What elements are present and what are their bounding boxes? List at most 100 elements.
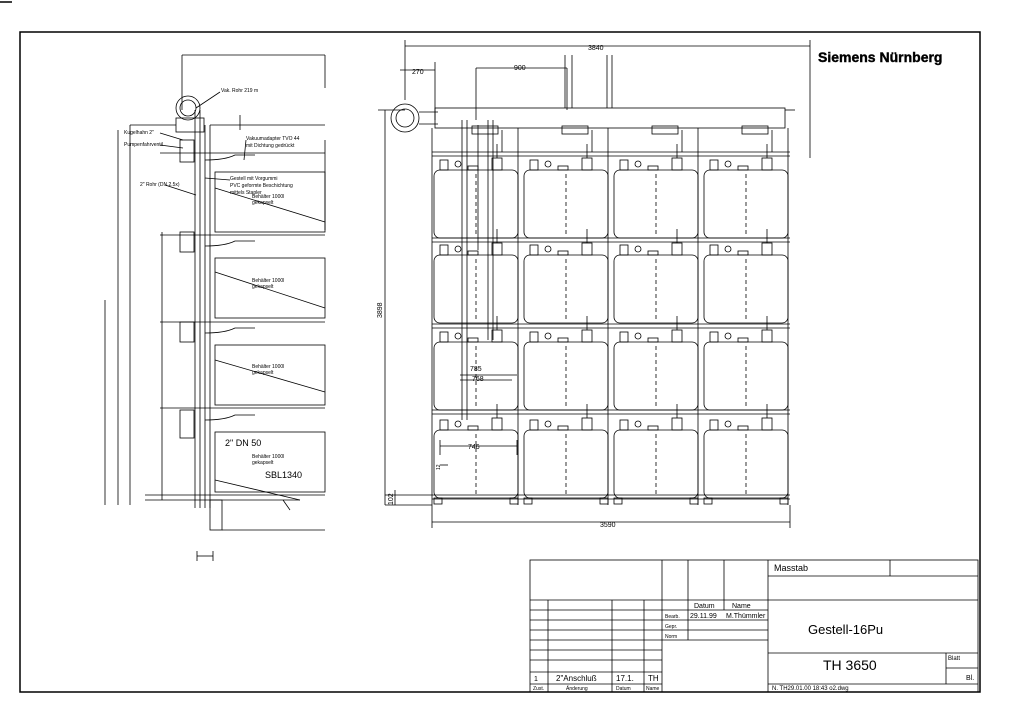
sheet-value: Bl. <box>966 675 974 682</box>
dim-total-top: 3840 <box>588 45 604 52</box>
tank-cap-2 <box>544 160 552 168</box>
tank-lid-3 <box>647 165 659 171</box>
drawing-name: Gestell-16Pu <box>808 622 883 637</box>
side-header-pipe <box>175 95 201 121</box>
drawn-date: 29.11.99 <box>690 613 717 620</box>
tank-fitting-left-2 <box>529 159 539 171</box>
label-dn50: 2" DN 50 <box>225 438 261 448</box>
dim-bottom-width: 3590 <box>600 522 616 529</box>
dim-height: 3898 <box>377 302 384 318</box>
header-fitting-1 <box>561 125 589 135</box>
foot-right-2 <box>689 497 699 505</box>
tank-valve-9 <box>491 329 503 343</box>
label-rack-3: mittels Stapler <box>230 190 262 196</box>
label-tank-note-4a: Behälter 1000l <box>252 454 284 460</box>
label-tank-note-2a: Behälter 1000l <box>252 278 284 284</box>
label-adapter-2: mit Dichtung gedrückt <box>246 143 295 149</box>
tank-valve-3 <box>671 157 683 171</box>
tank-lid-10 <box>557 337 569 343</box>
foot-right-0 <box>509 497 519 505</box>
tank-lid-4 <box>737 165 749 171</box>
company-name: Siemens Nürnberg <box>818 49 942 65</box>
tank-lid-7 <box>647 250 659 256</box>
tank-fitting-left-4 <box>709 159 719 171</box>
drawn-name: M.Thümmler <box>726 613 766 620</box>
tank-fitting-left-8 <box>709 244 719 256</box>
side-view-labels: Vak. Rohr 219 m Kugelhahn 2" Pumpenfahrv… <box>124 88 300 466</box>
side-tank-4 <box>214 431 326 493</box>
side-tank-3 <box>214 344 326 406</box>
front-dimension-labels: 3840 270 900 3590 785 768 746 <box>412 45 616 529</box>
foot-right-1 <box>599 497 609 505</box>
tank-lid-1 <box>467 165 479 171</box>
tank-valve-11 <box>671 329 683 343</box>
scale-label: Masstab <box>774 563 808 573</box>
tank-cap-13 <box>454 420 462 428</box>
foot-left-2 <box>613 497 623 505</box>
foot-left-0 <box>433 497 443 505</box>
title-block-text: Masstab Gestell-16Pu TH 3650 Blatt Bl. D… <box>533 563 974 692</box>
sheet-label: Blatt <box>948 656 960 662</box>
front-header-pipe <box>390 103 420 133</box>
tank-fitting-left-7 <box>619 244 629 256</box>
tank-cap-4 <box>724 160 732 168</box>
rev-col-aend: Änderung <box>566 685 588 692</box>
foot-left-1 <box>523 497 533 505</box>
tank-lid-13 <box>467 425 479 431</box>
tank-valve-7 <box>671 242 683 256</box>
drawing-number: TH 3650 <box>823 657 877 673</box>
dim-785: 785 <box>470 366 482 373</box>
tank-lid-5 <box>467 250 479 256</box>
tank-lid-15 <box>647 425 659 431</box>
tank-lid-6 <box>557 250 569 256</box>
tank-fitting-left-13 <box>439 419 449 431</box>
title-block <box>529 559 979 693</box>
rev-description: 2"Anschluß <box>556 674 597 683</box>
tank-valve-8 <box>761 242 773 256</box>
tank-cap-12 <box>724 332 732 340</box>
tank-cap-6 <box>544 245 552 253</box>
tank-cap-14 <box>544 420 552 428</box>
tank-cap-3 <box>634 160 642 168</box>
tank-valve-13 <box>491 417 503 431</box>
tank-fitting-left-1 <box>439 159 449 171</box>
tank-lid-16 <box>737 425 749 431</box>
file-info: N. TH29.01.00 18:43 o2.dwg <box>772 686 849 692</box>
header-fitting-3 <box>741 125 769 135</box>
tank-valve-10 <box>581 329 593 343</box>
front-view-rack <box>431 125 790 505</box>
label-rack-1: Gestell mit Vorgummi <box>230 176 278 182</box>
foot-left-3 <box>703 497 713 505</box>
tank-fitting-left-16 <box>709 419 719 431</box>
dim-746: 746 <box>468 444 480 451</box>
label-tank-note-1a: Behälter 1000l <box>252 194 284 200</box>
tank-lid-9 <box>467 337 479 343</box>
tank-valve-6 <box>581 242 593 256</box>
side-tank-1 <box>214 171 326 233</box>
tank-fitting-left-3 <box>619 159 629 171</box>
side-tank-2 <box>214 257 326 319</box>
tank-lid-8 <box>737 250 749 256</box>
label-pipe-2: 2" Rohr (DN 2.5x) <box>140 182 180 188</box>
col-date: Datum <box>694 603 715 610</box>
label-tank-code: SBL1340 <box>265 470 302 480</box>
tank-cap-1 <box>454 160 462 168</box>
tank-lid-2 <box>557 165 569 171</box>
front-view-frame <box>378 40 811 528</box>
tank-fitting-left-11 <box>619 331 629 343</box>
tank-cap-15 <box>634 420 642 428</box>
label-valve: Kugelhahn 2" <box>124 130 154 136</box>
tank-valve-12 <box>761 329 773 343</box>
tank-valve-15 <box>671 417 683 431</box>
rev-index: 1 <box>534 676 538 683</box>
label-pipe-top: Vak. Rohr 219 m <box>221 88 258 94</box>
tank-cap-7 <box>634 245 642 253</box>
row-checked: Gepr. <box>665 624 677 630</box>
rev-date: 17.1. <box>616 674 634 683</box>
tank-fitting-left-10 <box>529 331 539 343</box>
tank-fitting-left-15 <box>619 419 629 431</box>
tank-lid-12 <box>737 337 749 343</box>
tank-lid-14 <box>557 425 569 431</box>
tank-cap-5 <box>454 245 462 253</box>
